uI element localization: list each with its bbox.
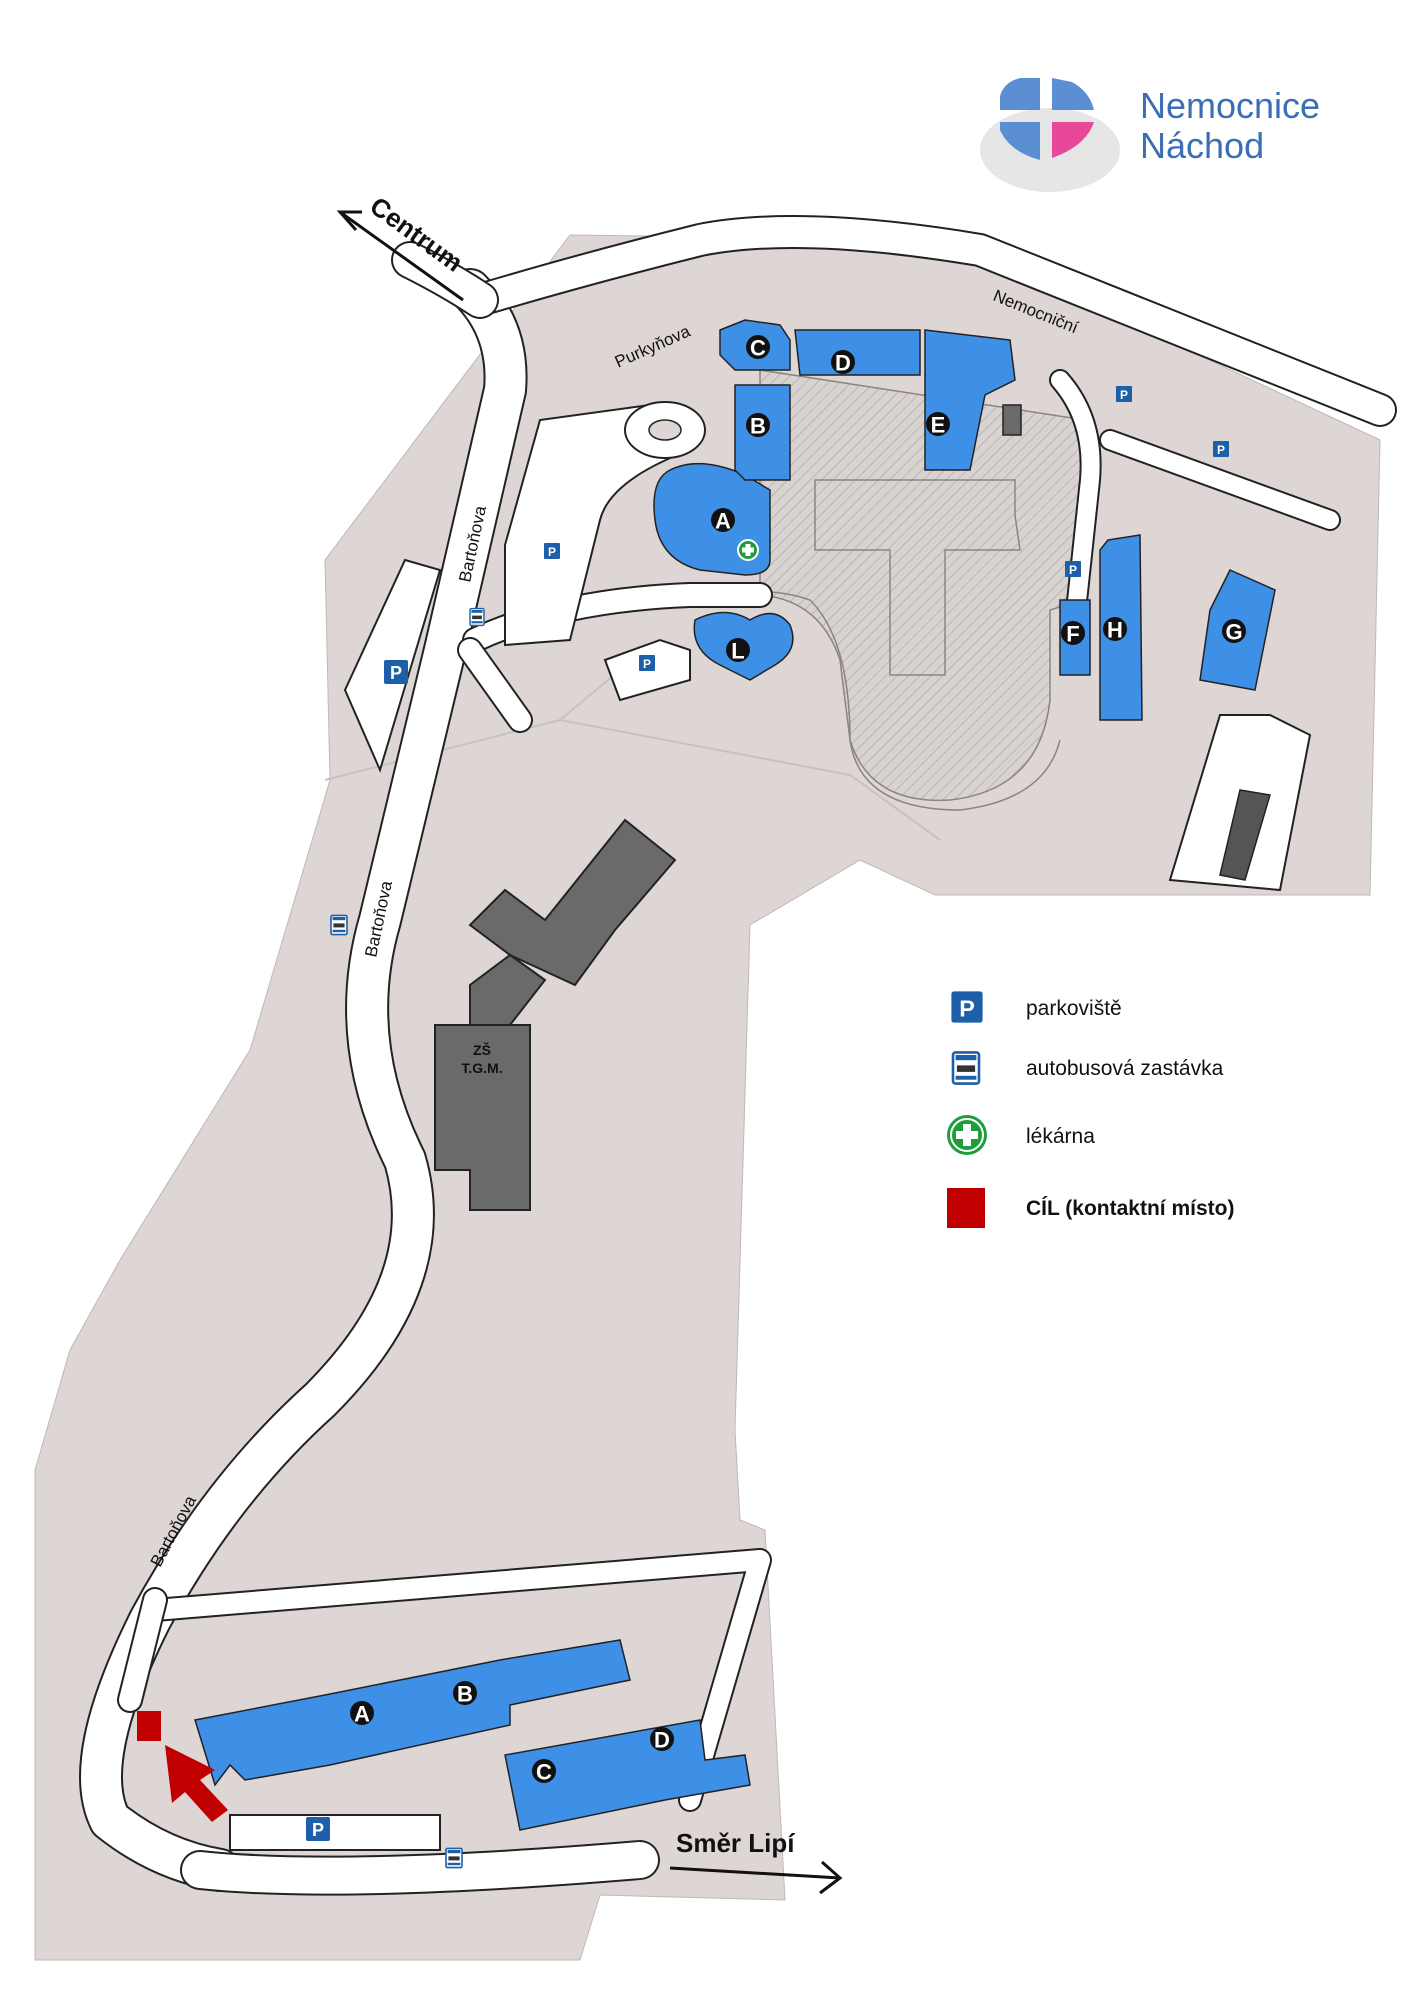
building-cd-south — [504, 1719, 751, 1831]
legend: parkoviště autobusová zastávka lékárna C… — [947, 991, 1234, 1228]
legend-label: lékárna — [1026, 1125, 1095, 1148]
school-label-line1: ZŠ — [473, 1041, 491, 1058]
parking-icon — [1213, 441, 1229, 457]
building-a-south — [194, 1639, 631, 1787]
legend-label: parkoviště — [1026, 997, 1122, 1020]
building-label: B — [457, 1682, 473, 1707]
target-marker — [137, 1711, 228, 1822]
white-areas — [229, 401, 1312, 1851]
target-arrow-icon — [165, 1745, 228, 1822]
parking-icon — [306, 1817, 330, 1841]
direction-label-lipi: Směr Lipí — [676, 1828, 795, 1858]
school-label-line2: T.G.M. — [461, 1060, 502, 1076]
building-label: C — [536, 1760, 552, 1785]
building-label: F — [1066, 622, 1079, 647]
parking-icon — [639, 655, 655, 671]
pharmacy-icon — [737, 539, 759, 561]
legend-pharmacy: lékárna — [947, 1115, 1095, 1155]
building-d-main — [794, 329, 921, 376]
parking-icon — [1116, 386, 1132, 402]
bus-stop-icon — [330, 914, 348, 936]
logo-cross-icon — [980, 78, 1120, 192]
roads — [79, 215, 1397, 1896]
building-label: E — [931, 413, 946, 438]
south-campus-buildings — [194, 1639, 751, 1831]
building-label: D — [654, 1728, 670, 1753]
bus-stop-icon — [951, 1051, 981, 1085]
building-label: D — [835, 351, 851, 376]
legend-target: CÍL (kontaktní místo) — [947, 1188, 1234, 1228]
logo-title-line1: Nemocnice — [1140, 85, 1320, 126]
direction-smer-lipi: Směr Lipí — [669, 1828, 843, 1895]
building-label: H — [1107, 618, 1123, 643]
building-label: A — [715, 509, 731, 534]
other-buildings — [434, 404, 1271, 1211]
parking-icon — [951, 991, 983, 1023]
target-icon — [947, 1188, 985, 1228]
building-label: C — [750, 336, 766, 361]
parking-icon — [1065, 561, 1081, 577]
hospital-logo: Nemocnice Náchod — [980, 78, 1320, 192]
building-label: G — [1225, 620, 1242, 645]
map-symbols — [306, 386, 1229, 1869]
parking-icon — [544, 543, 560, 559]
logo-title-line2: Náchod — [1140, 125, 1264, 166]
building-label: B — [750, 414, 766, 439]
hospital-grounds-hatched — [689, 369, 1086, 811]
building-letters: A B C D E F G H L A B C D — [350, 335, 1246, 1785]
legend-bus: autobusová zastávka — [951, 1051, 1224, 1085]
building-label: L — [731, 639, 744, 664]
legend-label: autobusová zastávka — [1026, 1057, 1224, 1080]
bus-stop-icon — [445, 1847, 463, 1869]
pharmacy-icon — [947, 1115, 987, 1155]
legend-label: CÍL (kontaktní místo) — [1026, 1197, 1234, 1220]
target-icon — [137, 1711, 161, 1741]
building-label: A — [354, 1702, 370, 1727]
building-e-main — [924, 329, 1016, 471]
bus-stop-icon — [469, 607, 485, 627]
legend-parking: parkoviště — [951, 991, 1122, 1023]
parking-icon — [384, 660, 408, 684]
school-building — [434, 1024, 531, 1211]
